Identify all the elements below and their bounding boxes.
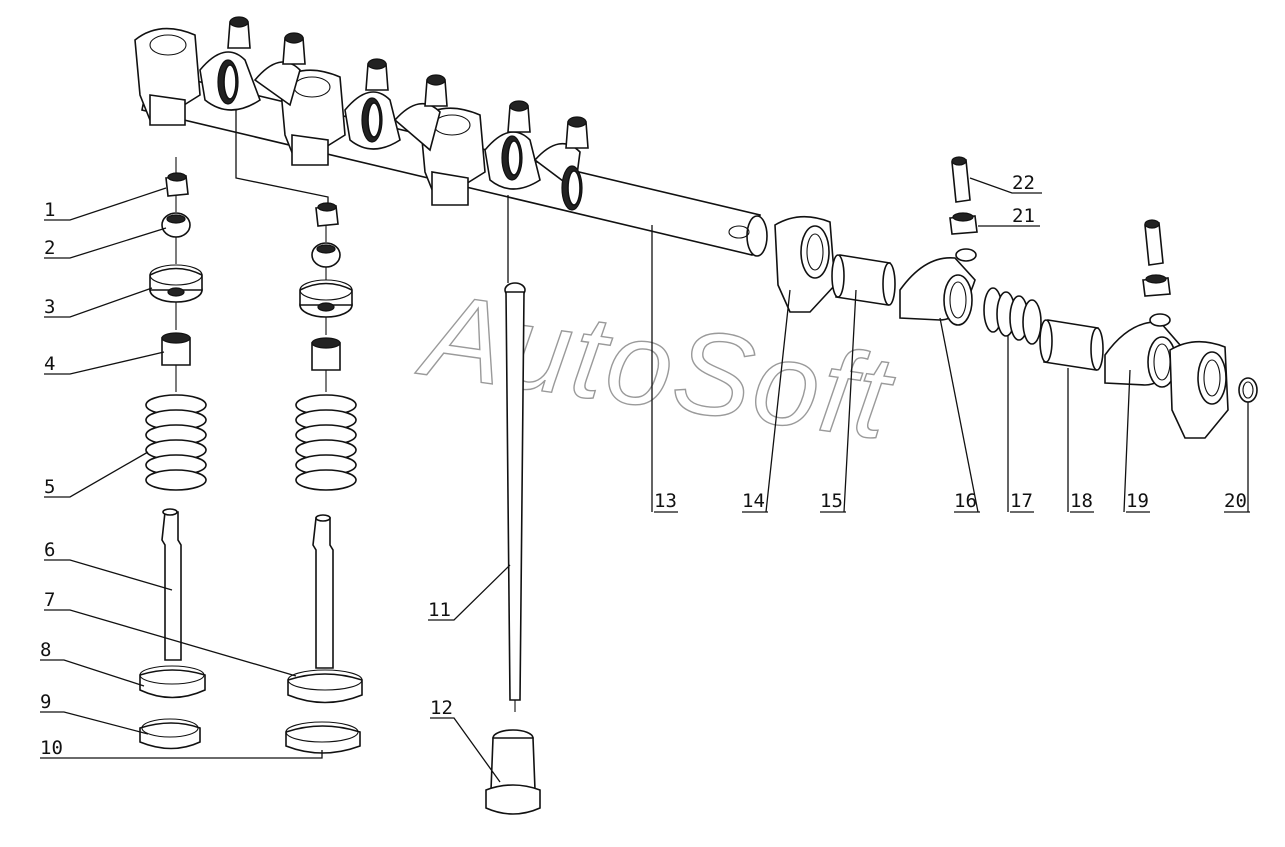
callout-12-label: 12 xyxy=(430,697,453,719)
spring-17 xyxy=(983,287,1042,345)
callout-21: 21 xyxy=(978,205,1040,227)
callout-9: 9 xyxy=(40,691,149,735)
callout-16-label: 16 xyxy=(954,490,977,512)
callout-13-label: 13 xyxy=(654,490,677,512)
callout-20-label: 20 xyxy=(1224,490,1247,512)
callout-1-label: 1 xyxy=(44,199,55,221)
callout-17: 17 xyxy=(1007,335,1034,513)
shaft-rings xyxy=(217,59,583,211)
callout-20: 20 xyxy=(1224,402,1250,513)
callout-22: 22 xyxy=(969,172,1042,194)
callout-13: 13 xyxy=(651,225,678,513)
callout-2-label: 2 xyxy=(44,237,55,259)
callout-9-label: 9 xyxy=(40,691,51,713)
shaft-support-2 xyxy=(279,69,346,166)
callout-12: 12 xyxy=(430,697,501,783)
valve-spring-left xyxy=(145,394,207,491)
callout-15: 15 xyxy=(820,289,857,513)
callout-6: 6 xyxy=(44,539,173,591)
watermark: AutoSoft xyxy=(411,268,902,465)
callout-15-label: 15 xyxy=(820,490,843,512)
shaft-support-end xyxy=(774,215,836,313)
callout-11: 11 xyxy=(428,564,511,621)
callout-14-label: 14 xyxy=(742,490,765,512)
callout-5-label: 5 xyxy=(44,476,55,498)
rocker-shaft-assembly xyxy=(134,16,768,257)
bushing-15 xyxy=(831,254,896,306)
callout-3: 3 xyxy=(44,287,153,318)
tappet xyxy=(485,729,541,815)
callout-2: 2 xyxy=(44,227,167,259)
callout-4: 4 xyxy=(44,351,165,375)
callout-4-label: 4 xyxy=(44,353,55,375)
shaft-support-far xyxy=(1169,340,1229,439)
callout-19: 19 xyxy=(1123,369,1150,513)
callout-10-label: 10 xyxy=(40,737,63,759)
adjusting-screws xyxy=(227,16,589,149)
rocker-arm-19 xyxy=(1104,313,1181,388)
valve-stack-left xyxy=(139,157,207,750)
callout-17-label: 17 xyxy=(1010,490,1033,512)
callout-5: 5 xyxy=(44,451,149,498)
valve-stack-right xyxy=(285,202,363,754)
callout-18: 18 xyxy=(1067,368,1094,513)
callout-6-label: 6 xyxy=(44,539,55,561)
callout-8: 8 xyxy=(40,639,145,687)
push-rod xyxy=(504,282,526,712)
rocker-arm-16 xyxy=(899,248,977,326)
callout-16: 16 xyxy=(939,317,980,513)
callout-8-label: 8 xyxy=(40,639,51,661)
valve-spring-right xyxy=(295,394,357,491)
callout-14: 14 xyxy=(742,289,791,513)
callout-3-label: 3 xyxy=(44,296,55,318)
callout-18-label: 18 xyxy=(1070,490,1093,512)
shaft-support-3 xyxy=(419,107,486,206)
adjusting-screw-22 xyxy=(951,156,1164,266)
snap-ring-20 xyxy=(1238,377,1258,403)
callout-7-label: 7 xyxy=(44,589,55,611)
callout-1: 1 xyxy=(44,187,167,221)
lock-nut-21 xyxy=(949,212,1171,297)
callout-7: 7 xyxy=(44,589,297,677)
callout-10: 10 xyxy=(40,737,323,759)
bushing-18 xyxy=(1039,319,1104,371)
callout-19-label: 19 xyxy=(1126,490,1149,512)
callout-11-label: 11 xyxy=(428,599,451,621)
shaft-support-1 xyxy=(134,27,201,126)
callout-22-label: 22 xyxy=(1012,172,1035,194)
callout-21-label: 21 xyxy=(1012,205,1035,227)
